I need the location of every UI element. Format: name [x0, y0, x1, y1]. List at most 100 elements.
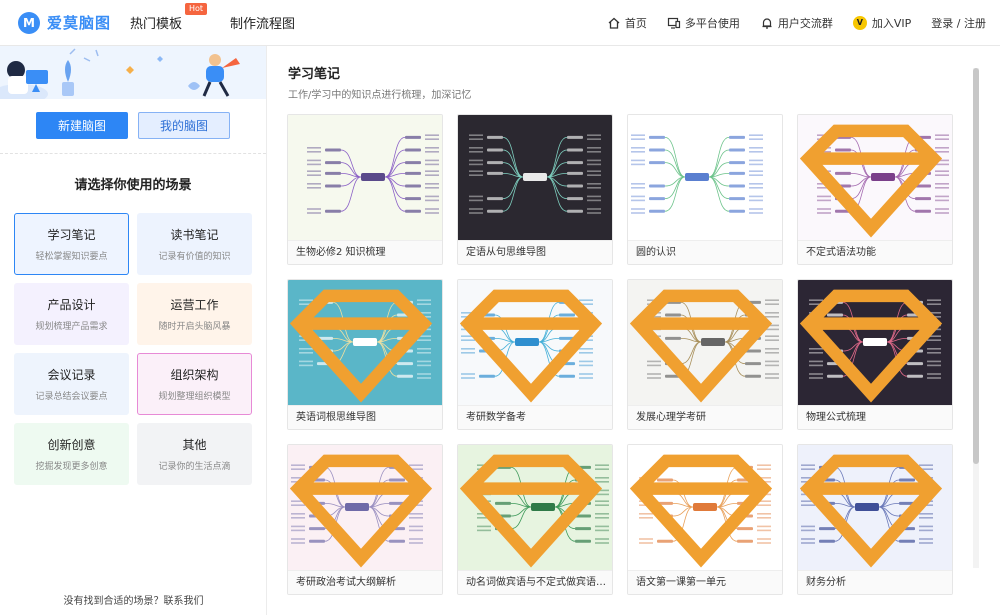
- logo-mark-icon: M: [18, 11, 40, 34]
- template-thumbnail: [798, 115, 952, 240]
- scene-tile[interactable]: 组织架构规划整理组织模型: [137, 353, 252, 415]
- app-name: 爱莫脑图: [47, 14, 112, 32]
- scene-subtitle: 规划梳理产品需求: [35, 322, 108, 332]
- template-thumbnail: [288, 115, 442, 240]
- nav-make-flowchart[interactable]: 制作流程图: [230, 17, 296, 32]
- scene-tile[interactable]: 运营工作随时开启头脑风暴: [137, 283, 252, 345]
- scene-title: 运营工作: [170, 298, 219, 312]
- template-thumbnail: [288, 445, 442, 570]
- scene-subtitle: 记录有价值的知识: [158, 252, 231, 262]
- scene-tile[interactable]: 创新创意挖掘发现更多创意: [14, 423, 129, 485]
- diamond-icon: [289, 289, 433, 403]
- diamond-icon: [629, 454, 773, 568]
- template-title: 定语从句思维导图: [458, 240, 612, 264]
- nav-user-group-label: 用户交流群: [777, 16, 833, 30]
- nav-join-vip-label: 加入VIP: [871, 16, 912, 30]
- scene-title: 学习笔记: [47, 228, 96, 242]
- top-nav: M 爱莫脑图 热门模板 Hot 制作流程图 首页 多平台使用 用户交流群 V 加…: [0, 0, 1000, 46]
- template-thumbnail: [458, 445, 612, 570]
- nav-home[interactable]: 首页: [607, 15, 647, 31]
- scene-title: 会议记录: [47, 368, 96, 382]
- template-title: 生物必修2 知识梳理: [288, 240, 442, 264]
- diamond-icon: [799, 454, 943, 568]
- template-card[interactable]: 生物必修2 知识梳理: [287, 114, 443, 265]
- scene-tile[interactable]: 学习笔记轻松掌握知识要点: [14, 213, 129, 275]
- nav-hot-templates[interactable]: 热门模板 Hot: [130, 3, 208, 32]
- template-card[interactable]: 定语从句思维导图: [457, 114, 613, 265]
- sidebar: 新建脑图 我的脑图 请选择你使用的场景 学习笔记轻松掌握知识要点读书笔记记录有价…: [0, 46, 267, 615]
- template-title: 财务分析: [798, 570, 952, 594]
- diamond-icon: [459, 289, 603, 403]
- template-thumbnail: [798, 280, 952, 405]
- nav-hot-templates-label: 热门模板: [130, 17, 183, 32]
- scene-tile[interactable]: 其他记录你的生活点滴: [137, 423, 252, 485]
- template-title: 不定式语法功能: [798, 240, 952, 264]
- template-title: 物理公式梳理: [798, 405, 952, 429]
- scene-title: 组织架构: [170, 368, 219, 382]
- hot-badge: Hot: [184, 3, 208, 15]
- scene-subtitle: 记录你的生活点滴: [158, 462, 231, 472]
- diamond-icon: [799, 289, 943, 403]
- template-title: 考研政治考试大纲解析: [288, 570, 442, 594]
- my-mindmaps-button[interactable]: 我的脑图: [138, 112, 230, 139]
- section-description: 工作/学习中的知识点进行梳理，加深记忆: [288, 90, 472, 101]
- scene-tile[interactable]: 产品设计规划梳理产品需求: [14, 283, 129, 345]
- template-title: 语文第一课第一单元: [628, 570, 782, 594]
- scene-subtitle: 挖掘发现更多创意: [35, 462, 108, 472]
- diamond-icon: [799, 124, 943, 238]
- scrollbar-thumb[interactable]: [973, 68, 979, 464]
- app-logo[interactable]: M 爱莫脑图: [18, 11, 130, 34]
- template-card[interactable]: 考研数学备考: [457, 279, 613, 430]
- nav-multi-platform[interactable]: 多平台使用: [667, 15, 740, 31]
- scene-tile[interactable]: 读书笔记记录有价值的知识: [137, 213, 252, 275]
- scene-title: 产品设计: [47, 298, 96, 312]
- diamond-icon: [289, 454, 433, 568]
- template-thumbnail: [458, 115, 612, 240]
- template-thumbnail: [798, 445, 952, 570]
- template-thumbnail: [628, 115, 782, 240]
- template-thumbnail: [628, 445, 782, 570]
- template-title: 发展心理学考研: [628, 405, 782, 429]
- scene-subtitle: 规划整理组织模型: [158, 392, 231, 402]
- template-card[interactable]: 考研政治考试大纲解析: [287, 444, 443, 595]
- template-card[interactable]: 圆的认识: [627, 114, 783, 265]
- diamond-icon: [629, 289, 773, 403]
- nav-multi-platform-label: 多平台使用: [684, 16, 740, 30]
- template-thumbnail: [628, 280, 782, 405]
- template-card[interactable]: 财务分析: [797, 444, 953, 595]
- template-thumbnail: [288, 280, 442, 405]
- scene-grid: 学习笔记轻松掌握知识要点读书笔记记录有价值的知识产品设计规划梳理产品需求运营工作…: [14, 213, 266, 485]
- template-card[interactable]: 发展心理学考研: [627, 279, 783, 430]
- scene-subtitle: 随时开启头脑风暴: [158, 322, 231, 332]
- section-title: 学习笔记: [288, 67, 341, 82]
- scene-title: 其他: [182, 438, 207, 452]
- template-card[interactable]: 语文第一课第一单元: [627, 444, 783, 595]
- scene-subtitle: 轻松掌握知识要点: [35, 252, 108, 262]
- main-content: 学习笔记 工作/学习中的知识点进行梳理，加深记忆 生物必修2 知识梳理定语从句思…: [268, 46, 1000, 615]
- nav-user-group[interactable]: 用户交流群: [760, 15, 833, 31]
- nav-home-label: 首页: [624, 16, 647, 30]
- template-thumbnail: [458, 280, 612, 405]
- nav-join-vip[interactable]: V 加入VIP: [852, 15, 912, 31]
- monitor-icon: [667, 17, 680, 29]
- template-title: 英语词根思维导图: [288, 405, 442, 429]
- template-card[interactable]: 英语词根思维导图: [287, 279, 443, 430]
- template-grid: 生物必修2 知识梳理定语从句思维导图圆的认识不定式语法功能英语词根思维导图考研数…: [287, 114, 953, 595]
- template-title: 考研数学备考: [458, 405, 612, 429]
- vip-icon: V: [852, 15, 867, 30]
- scene-prompt: 请选择你使用的场景: [74, 178, 192, 193]
- template-card[interactable]: 动名词做宾语与不定式做宾语的区别: [457, 444, 613, 595]
- bell-icon: [762, 17, 772, 29]
- new-mindmap-button[interactable]: 新建脑图: [36, 112, 128, 139]
- template-card[interactable]: 不定式语法功能: [797, 114, 953, 265]
- template-title: 动名词做宾语与不定式做宾语的区别: [458, 570, 612, 594]
- scene-title: 创新创意: [47, 438, 96, 452]
- scene-tile[interactable]: 会议记录记录总结会议要点: [14, 353, 129, 415]
- sidebar-divider: [0, 153, 266, 154]
- nav-login[interactable]: 登录 / 注册: [931, 16, 986, 30]
- template-title: 圆的认识: [628, 240, 782, 264]
- scene-subtitle: 记录总结会议要点: [35, 392, 108, 402]
- contact-us-link[interactable]: 没有找到合适的场景？联系我们: [63, 596, 204, 607]
- template-card[interactable]: 物理公式梳理: [797, 279, 953, 430]
- diamond-icon: [459, 454, 603, 568]
